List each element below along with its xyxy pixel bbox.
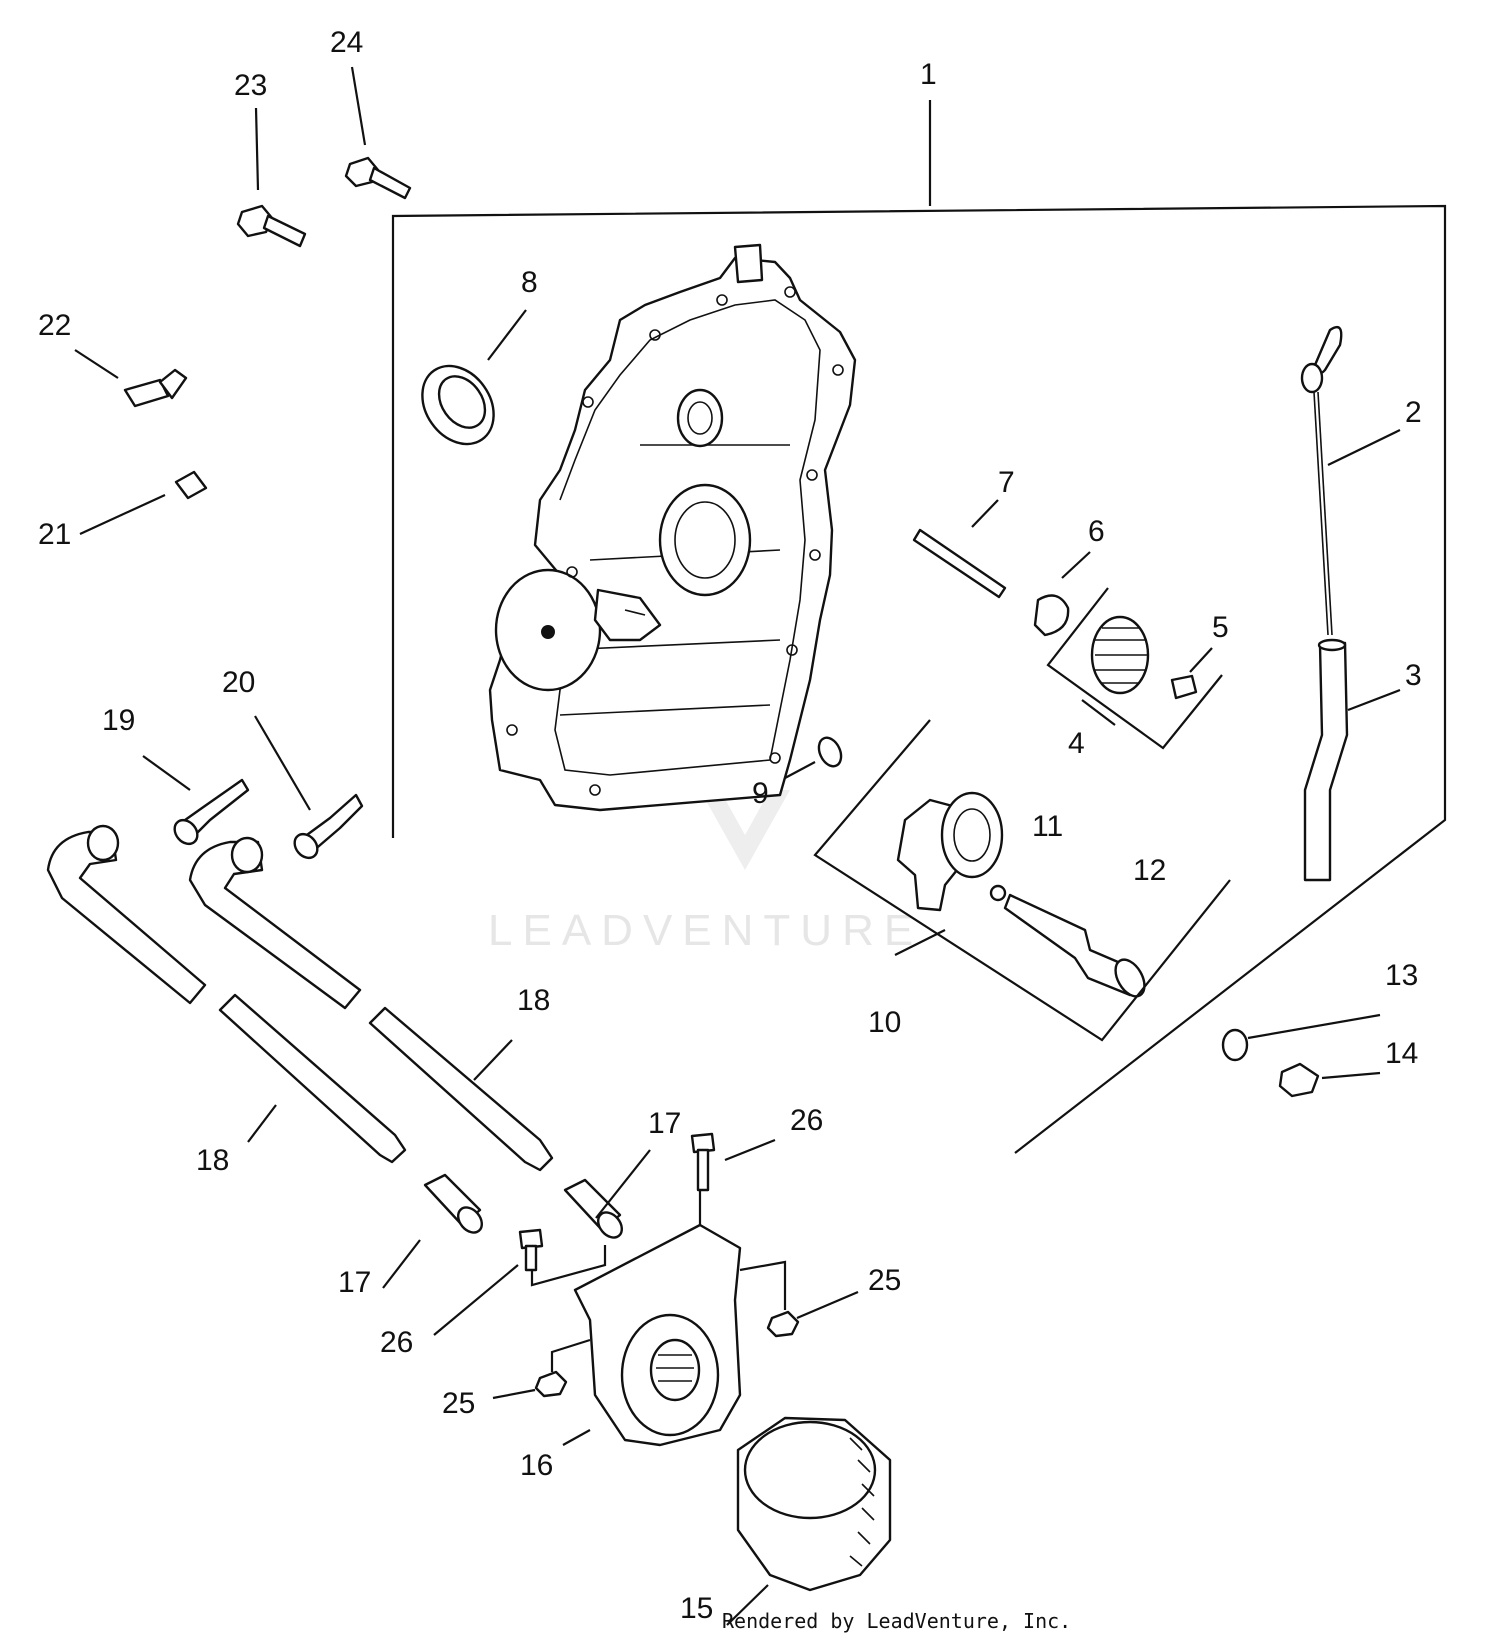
oil-hose-left-upper	[46, 824, 207, 1005]
flange-nut-25-left	[534, 1370, 568, 1398]
drain-washer	[1221, 1028, 1249, 1062]
watermark-text: LEADVENTURE	[488, 906, 923, 955]
callout-11: 11	[1032, 810, 1063, 843]
oil-pump-assembly	[896, 791, 1146, 998]
callout-26-top: 26	[790, 1104, 823, 1137]
footer-credit: Rendered by LeadVenture, Inc.	[722, 1609, 1071, 1633]
callout-10: 10	[868, 1006, 901, 1039]
hose-fitting-19	[173, 778, 250, 846]
flange-nut-25-right	[766, 1310, 800, 1338]
callout-23: 23	[234, 69, 267, 102]
shaft-pin	[912, 528, 1007, 599]
callout-13: 13	[1385, 959, 1418, 992]
hex-bolt-23	[236, 204, 307, 248]
callout-leaders	[74, 66, 1401, 1626]
hose-adapter-17-left	[423, 1173, 484, 1234]
callout-25-left: 25	[442, 1387, 475, 1420]
callout-16: 16	[520, 1449, 553, 1482]
mounting-bolt-26-top	[690, 1132, 716, 1192]
callout-26-left: 26	[380, 1326, 413, 1359]
oil-filter-adapter	[573, 1223, 742, 1447]
callout-3: 3	[1405, 659, 1422, 692]
oil-seal	[421, 364, 495, 446]
hose-adapter-17-right	[563, 1178, 624, 1239]
callout-5: 5	[1212, 611, 1229, 644]
callout-6: 6	[1088, 515, 1105, 548]
watermark: LEADVENTURE	[488, 790, 923, 955]
bracket-10	[813, 719, 1231, 1042]
callout-7: 7	[998, 466, 1015, 499]
gear-shaft-plug	[1170, 674, 1198, 700]
callout-8: 8	[521, 266, 538, 299]
callout-17-left: 17	[338, 1266, 371, 1299]
callout-4: 4	[1068, 727, 1085, 760]
callout-labels: 1 2 3 4 5 6 7 8 9 10 11 12 13 14 15 16 1…	[38, 26, 1422, 1625]
o-ring	[817, 736, 843, 768]
drain-plug	[1278, 1062, 1320, 1098]
closure-plate	[488, 243, 857, 812]
callout-14: 14	[1385, 1037, 1418, 1070]
callout-19: 19	[102, 704, 135, 737]
callout-21: 21	[38, 518, 71, 551]
oil-hose-mid-upper	[188, 836, 362, 1010]
assembly-bracket-1	[391, 100, 1447, 1154]
hose-fitting-20	[293, 793, 364, 860]
callout-12: 12	[1133, 854, 1166, 887]
mounting-bolt-26-left	[518, 1228, 544, 1272]
leader-lines-16-assembly	[530, 1190, 787, 1372]
callout-1: 1	[920, 58, 937, 91]
hex-bolt-24	[344, 156, 412, 200]
callout-18-left: 18	[196, 1144, 229, 1177]
oil-filter	[736, 1416, 892, 1592]
governor-gear	[1090, 615, 1150, 695]
oil-hose-18-right	[368, 1006, 554, 1172]
callout-18-right: 18	[517, 984, 550, 1017]
bracket-4-5	[1046, 587, 1223, 750]
callout-22: 22	[38, 309, 71, 342]
dipstick	[1300, 325, 1343, 636]
oil-hose-18-left	[218, 993, 407, 1164]
retaining-clip	[1033, 594, 1070, 637]
elbow-fitting	[123, 368, 188, 408]
callout-2: 2	[1405, 396, 1422, 429]
callout-17-right: 17	[648, 1107, 681, 1140]
dipstick-tube	[1303, 638, 1349, 882]
callout-9: 9	[752, 777, 769, 810]
callout-25-right: 25	[868, 1264, 901, 1297]
callout-20: 20	[222, 666, 255, 699]
pipe-plug	[174, 470, 208, 500]
callout-24: 24	[330, 26, 363, 59]
callout-15: 15	[680, 1592, 713, 1625]
